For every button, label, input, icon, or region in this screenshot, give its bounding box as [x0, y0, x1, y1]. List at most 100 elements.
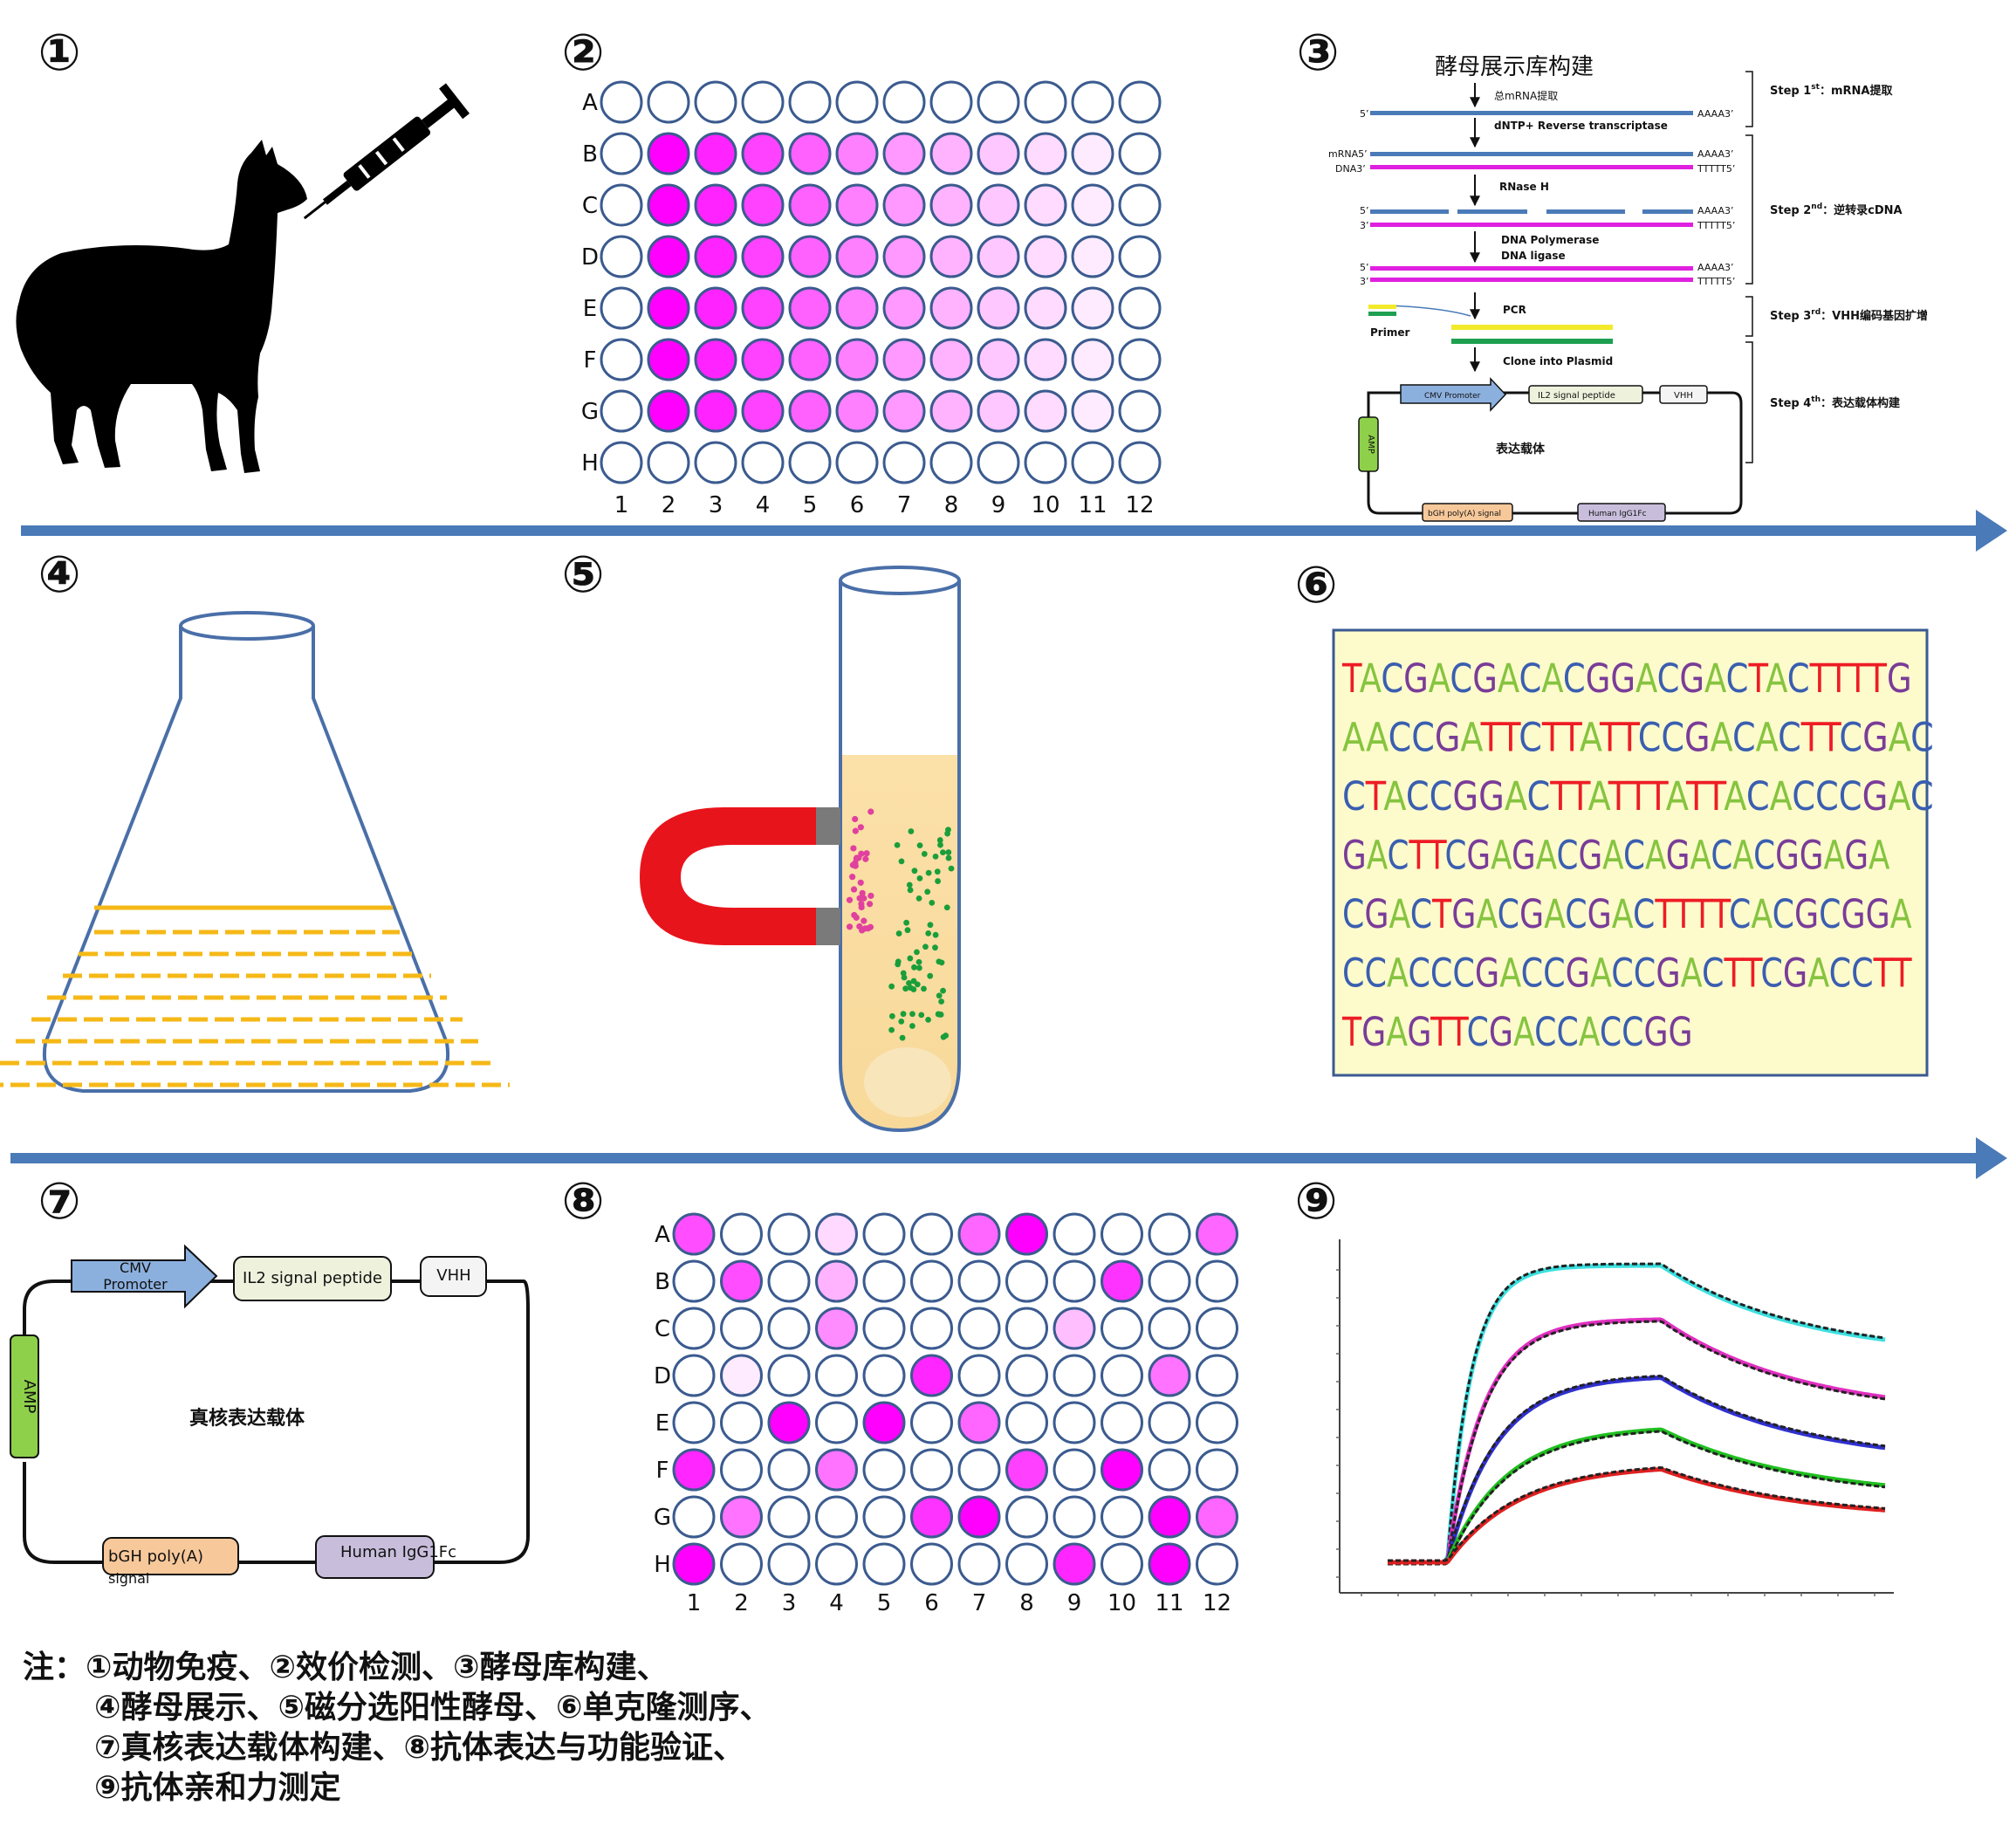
plate-well — [862, 1495, 906, 1539]
plate-well — [815, 1354, 858, 1397]
captured-cell — [862, 855, 869, 862]
step-label-clone-into-plasmid: Clone into Plasmid — [1503, 355, 1613, 367]
free-cell — [945, 849, 952, 855]
vector-label: CMV — [120, 1259, 151, 1276]
plate-col-label: 3 — [709, 492, 723, 518]
plate-well — [647, 132, 690, 175]
free-cell — [925, 1017, 931, 1023]
free-cell — [944, 830, 951, 837]
plate-col-label: 9 — [1067, 1590, 1082, 1616]
sequence-line: GACTTCGAGACGACAGACACGGAGA — [1342, 833, 1890, 879]
free-cell — [935, 878, 941, 884]
plate-well — [977, 389, 1020, 433]
plate-well — [862, 1212, 906, 1256]
plate-well — [1053, 1542, 1096, 1586]
pcr-product-top — [1451, 325, 1613, 330]
plate-well — [694, 183, 737, 227]
timeline-arrow-row2 — [10, 1137, 2007, 1179]
plate-well — [977, 183, 1020, 227]
plate-well — [600, 338, 643, 381]
plate-well — [1196, 1448, 1238, 1492]
free-cell — [943, 1033, 950, 1039]
plate-well — [977, 80, 1020, 124]
alpaca-icon — [16, 140, 307, 473]
plate-well — [1071, 389, 1114, 433]
flask-icon — [0, 611, 510, 1093]
plate-well — [600, 389, 643, 433]
plate-well — [1148, 1212, 1191, 1256]
plate-well — [1071, 441, 1114, 484]
captured-cell — [863, 850, 870, 857]
primer-yellow — [1368, 305, 1396, 309]
magnetic-sorting-panel — [640, 566, 961, 1133]
sequence-line: CGACTGACGACGACTTTTCACGCGGA — [1342, 891, 1912, 937]
plate-well — [862, 1354, 906, 1397]
note-line: ④酵母展示、⑤磁分选阳性酵母、⑥单克隆测序、 — [94, 1690, 771, 1726]
plate-col-label: 4 — [756, 492, 771, 518]
free-cell — [932, 944, 938, 951]
plate-well — [1101, 1307, 1143, 1350]
plate-well — [815, 1401, 858, 1444]
note-line: ⑦真核表达载体构建、⑧抗体表达与功能验证、 — [94, 1730, 744, 1766]
plate-well — [862, 1542, 906, 1586]
plate-well — [929, 183, 973, 227]
plate-well — [647, 389, 690, 433]
plate-well — [1024, 80, 1067, 124]
step-badge: ⑨ — [1294, 1171, 1337, 1231]
plate-well — [600, 286, 643, 330]
plate-well — [882, 389, 926, 433]
primer-label: Primer — [1370, 326, 1409, 339]
plate-well — [1118, 389, 1162, 433]
free-cell — [909, 1011, 915, 1018]
il2-block — [233, 1256, 392, 1301]
plate-well — [1118, 338, 1162, 381]
step-badge: ⑤ — [561, 545, 604, 604]
captured-cell — [866, 901, 874, 908]
plate-row-label: A — [582, 90, 598, 116]
legend-note: 注：①动物免疫、②效价检测、③酵母库构建、 ④酵母展示、⑤磁分选阳性酵母、⑥单克… — [23, 1648, 1070, 1808]
plate-row-label: B — [655, 1269, 670, 1295]
vector-label: AMP — [20, 1380, 38, 1414]
strand-label: TTTTT5’ — [1697, 163, 1735, 175]
step-badge: ① — [38, 23, 80, 82]
plate-col-label: 12 — [1203, 1590, 1231, 1616]
plate-well — [882, 441, 926, 484]
free-cell — [911, 964, 917, 971]
plate-well — [815, 1542, 858, 1586]
plate-well — [862, 1401, 906, 1444]
amp-block — [1358, 416, 1379, 472]
plate-well — [1005, 1212, 1048, 1256]
plate-well — [767, 1401, 811, 1444]
plate-well — [672, 1354, 716, 1397]
plate-col-label: 10 — [1107, 1590, 1136, 1616]
free-cell — [943, 904, 950, 911]
free-cell — [934, 868, 941, 875]
free-cell — [932, 853, 939, 860]
sequence-line: CTACCGGACTTATTTATTACACCCGAC — [1342, 773, 1934, 820]
plate-well — [835, 441, 879, 484]
timeline-arrow-head — [1976, 1137, 2007, 1179]
vector-label: 真核表达载体 — [189, 1407, 305, 1430]
plate-well — [929, 286, 973, 330]
free-cell — [894, 841, 901, 848]
plate-well — [600, 183, 643, 227]
plate-row-label: B — [582, 141, 598, 168]
plate-col-label: 5 — [877, 1590, 892, 1616]
free-cell — [899, 1034, 906, 1041]
plate-well — [910, 1401, 953, 1444]
plate-well — [720, 1495, 763, 1539]
vector-label: bGH poly(A) — [108, 1547, 203, 1566]
captured-cell — [867, 892, 874, 899]
plate-well — [694, 235, 737, 278]
strand-label: 3’ — [1360, 220, 1369, 231]
plate-row-label: C — [582, 193, 598, 219]
plate-well — [1053, 1259, 1096, 1303]
plate-col-label: 4 — [829, 1590, 844, 1616]
plate-well — [1118, 286, 1162, 330]
strand-label: AAAA3’ — [1697, 262, 1734, 273]
plate-well — [741, 389, 785, 433]
timeline-arrow-row1 — [21, 510, 2007, 552]
vector-label: IL2 signal peptide — [243, 1269, 382, 1287]
plate-well — [835, 80, 879, 124]
